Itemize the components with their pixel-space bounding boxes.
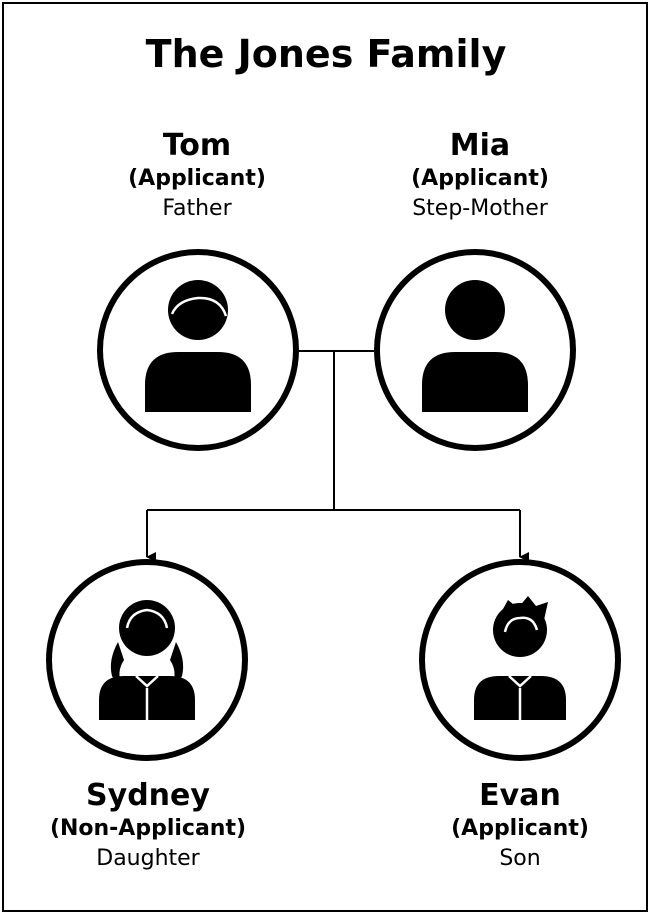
mia-role: (Applicant) — [411, 166, 549, 191]
sydney-circle — [46, 559, 248, 761]
sydney-label: Sydney (Non-Applicant) Daughter — [28, 778, 268, 874]
boy-icon — [474, 596, 566, 720]
sydney-node — [46, 559, 248, 761]
evan-circle — [419, 559, 621, 761]
mia-relation: Step-Mother — [412, 196, 548, 221]
sydney-relation: Daughter — [96, 846, 200, 871]
sydney-role: (Non-Applicant) — [49, 816, 247, 841]
tom-label: Tom (Applicant) Father — [77, 128, 317, 224]
mia-label: Mia (Applicant) Step-Mother — [360, 128, 600, 224]
tom-relation: Father — [162, 196, 232, 221]
mia-node — [374, 249, 576, 451]
sydney-name: Sydney — [86, 778, 210, 813]
man-icon — [145, 280, 251, 412]
mia-name: Mia — [449, 128, 511, 163]
tom-node — [97, 249, 299, 451]
girl-icon — [99, 600, 195, 720]
evan-role: (Applicant) — [451, 816, 589, 841]
family-title: The Jones Family — [145, 32, 507, 76]
evan-name: Evan — [479, 778, 561, 813]
evan-label: Evan (Applicant) Son — [400, 778, 640, 874]
evan-node — [419, 559, 621, 761]
woman-icon — [422, 280, 528, 412]
tom-name: Tom — [162, 128, 232, 163]
tom-role: (Applicant) — [128, 166, 266, 191]
evan-relation: Son — [499, 846, 541, 871]
